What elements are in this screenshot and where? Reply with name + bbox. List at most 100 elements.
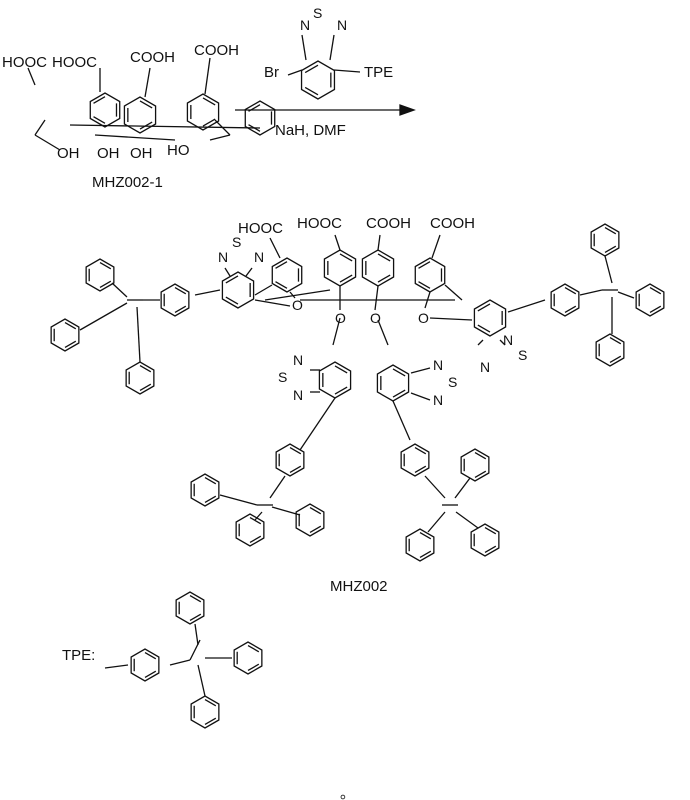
double-bond xyxy=(339,274,353,283)
bond xyxy=(454,477,471,499)
double-bond xyxy=(419,531,432,540)
product-ether-3: O xyxy=(370,310,381,326)
sm-hydroxyl-2: OH xyxy=(97,145,120,162)
calix-ring xyxy=(186,93,220,131)
bond xyxy=(455,511,479,529)
double-bond xyxy=(93,116,106,124)
bond xyxy=(271,506,301,516)
double-bond xyxy=(144,651,157,660)
bond xyxy=(299,397,336,451)
product-carboxyl-4: COOH xyxy=(430,215,475,232)
bond xyxy=(204,57,211,95)
sm-hydroxyl-4: HO xyxy=(167,142,190,159)
bond xyxy=(254,511,263,521)
reagent-bromo: Br xyxy=(264,64,279,81)
tpe-phenyl xyxy=(190,473,220,507)
double-bond xyxy=(339,253,353,262)
double-bond xyxy=(477,303,491,312)
reaction-conditions: NaH, DMF xyxy=(275,122,346,139)
product-carboxyl-2: HOOC xyxy=(297,215,342,232)
bond xyxy=(377,234,381,251)
double-bond xyxy=(139,121,153,130)
tpe-phenyl xyxy=(130,648,160,682)
bond xyxy=(410,367,431,374)
bond xyxy=(245,267,253,277)
double-bond xyxy=(99,261,112,270)
bond xyxy=(604,255,613,284)
double-bond xyxy=(249,516,262,525)
double-bond xyxy=(139,383,152,392)
double-bond xyxy=(419,550,432,559)
double-bond xyxy=(64,321,77,330)
calix-ring xyxy=(89,92,121,128)
double-bond xyxy=(247,663,260,672)
alkene-bond xyxy=(189,639,201,661)
double-bond xyxy=(392,368,406,377)
bond xyxy=(374,285,379,311)
bond xyxy=(136,306,141,363)
double-bond xyxy=(202,97,216,106)
double-bond xyxy=(334,365,348,374)
reagent-n-left: N xyxy=(300,17,310,33)
double-bond xyxy=(377,253,391,262)
double-bond xyxy=(139,364,152,373)
tpe-phenyl xyxy=(125,361,155,395)
btd-left-n2: N xyxy=(254,249,264,265)
btd-lr-n2: N xyxy=(433,392,443,408)
tpe-phenyl xyxy=(635,283,665,317)
bond xyxy=(27,67,36,86)
double-bond xyxy=(189,594,202,603)
sm-hydroxyl-3: OH xyxy=(130,145,153,162)
tpe-phenyl xyxy=(235,513,265,547)
tpe-phenyl xyxy=(275,443,305,477)
double-bond xyxy=(304,64,319,74)
bond xyxy=(264,289,331,301)
molecule-bonds xyxy=(27,34,665,729)
bond xyxy=(289,291,296,299)
bond xyxy=(334,234,341,251)
double-bond xyxy=(604,245,617,254)
bond xyxy=(94,134,176,141)
bond xyxy=(269,475,286,499)
double-bond xyxy=(564,305,577,314)
bond xyxy=(431,234,441,259)
reagent-tpe: TPE xyxy=(364,64,393,81)
product-carboxyl-1: HOOC xyxy=(238,220,283,237)
double-bond xyxy=(418,281,431,289)
double-bond xyxy=(309,506,322,515)
bond xyxy=(424,475,446,499)
double-bond xyxy=(64,340,77,349)
double-bond xyxy=(414,465,427,474)
bond xyxy=(79,302,128,331)
bond xyxy=(287,69,303,76)
tpe-phenyl xyxy=(595,333,625,367)
btd-ll-n1: N xyxy=(293,352,303,368)
btd-ll-s: S xyxy=(278,369,287,385)
double-bond xyxy=(225,275,239,284)
sm-hydroxyl-1: OH xyxy=(57,145,80,162)
calix-ring xyxy=(323,249,357,287)
double-bond xyxy=(564,286,577,295)
product-ether-4: O xyxy=(418,310,429,326)
calix-ring xyxy=(123,96,157,134)
calix-ring xyxy=(361,249,395,287)
product-name: MHZ002 xyxy=(330,578,388,595)
double-bond xyxy=(309,525,322,534)
bond xyxy=(499,339,506,346)
double-bond xyxy=(275,281,288,289)
bond xyxy=(254,299,291,307)
calix-ring xyxy=(271,257,303,293)
btd-left-n1: N xyxy=(218,249,228,265)
double-bond xyxy=(204,495,217,504)
btd-benzene xyxy=(473,299,507,337)
double-bond xyxy=(204,698,217,707)
btd-benzene xyxy=(376,364,410,402)
btd-lr-s: S xyxy=(448,374,457,390)
bond xyxy=(444,284,463,301)
tpe-phenyl xyxy=(460,448,490,482)
bond xyxy=(34,119,46,136)
starting-material-name: MHZ002-1 xyxy=(92,174,163,191)
bond xyxy=(507,299,546,313)
double-bond xyxy=(289,446,302,455)
double-bond xyxy=(609,336,622,345)
